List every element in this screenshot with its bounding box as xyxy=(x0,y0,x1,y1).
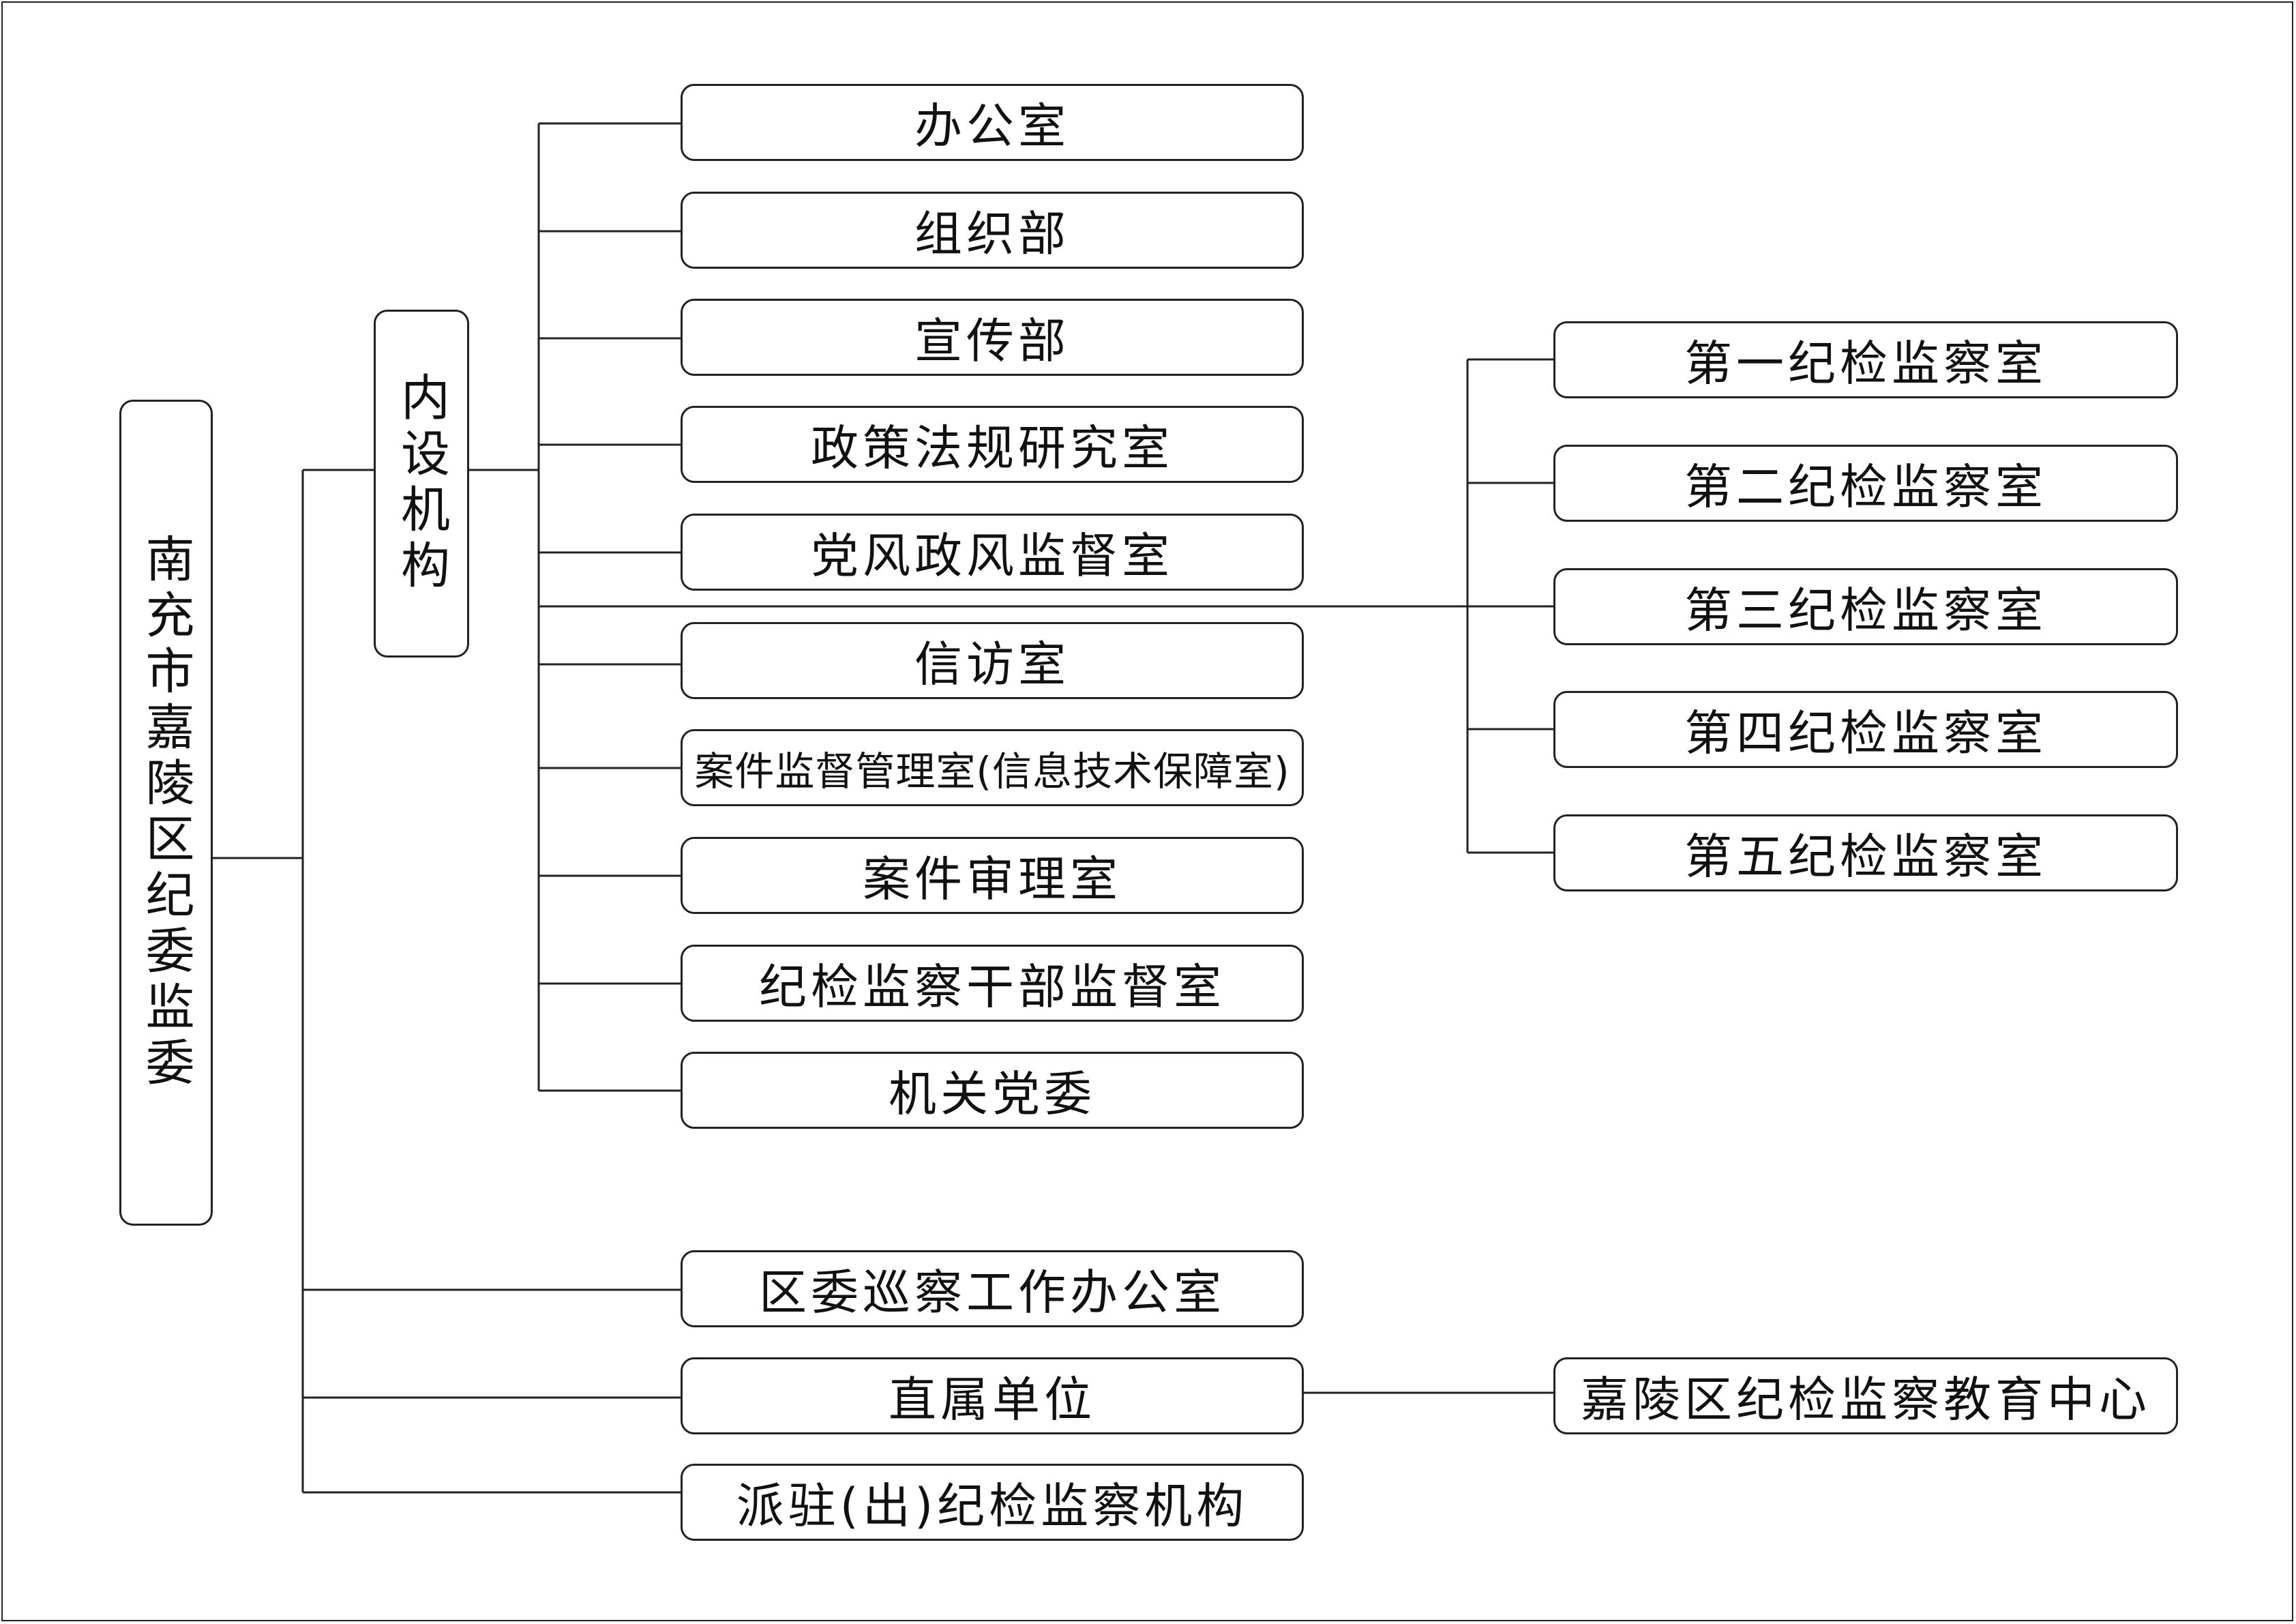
inspection-room-label: 第五纪检监察室 xyxy=(1684,829,2047,885)
inspection-room-node: 第五纪检监察室 xyxy=(1553,814,2178,891)
dept-node: 机关党委 xyxy=(681,1052,1304,1129)
dept-node: 案件监督管理室(信息技术保障室) xyxy=(681,729,1304,806)
dept-label: 机关党委 xyxy=(889,1066,1096,1122)
dept-node: 组织部 xyxy=(681,192,1304,269)
dept-node: 办公室 xyxy=(681,84,1304,161)
dept-label: 案件监督管理室(信息技术保障室) xyxy=(694,748,1290,795)
inspection-room-node: 第一纪检监察室 xyxy=(1553,321,2178,398)
dept-node: 信访室 xyxy=(681,622,1304,699)
other-unit-label: 派驻(出)纪检监察机构 xyxy=(736,1478,1249,1534)
root-node: 南充市嘉陵区纪委监委 xyxy=(119,400,213,1226)
education-center-label: 嘉陵区纪检监察教育中心 xyxy=(1581,1372,2151,1428)
dept-label: 政策法规研究室 xyxy=(811,420,1174,476)
inspection-room-node: 第三纪检监察室 xyxy=(1553,568,2178,645)
dept-label: 党风政风监督室 xyxy=(811,528,1174,584)
dept-label: 宣传部 xyxy=(914,313,1070,369)
internal-organs-node: 内设机构 xyxy=(374,310,469,658)
dept-node: 政策法规研究室 xyxy=(681,406,1304,483)
dept-label: 案件审理室 xyxy=(863,851,1122,907)
dept-label: 组织部 xyxy=(914,206,1070,262)
other-unit-node: 区委巡察工作办公室 xyxy=(681,1250,1304,1327)
dept-label: 办公室 xyxy=(914,98,1070,154)
dept-label: 纪检监察干部监督室 xyxy=(759,959,1225,1015)
inspection-room-label: 第三纪检监察室 xyxy=(1684,582,2047,638)
inspection-room-label: 第四纪检监察室 xyxy=(1684,705,2047,761)
inspection-room-label: 第二纪检监察室 xyxy=(1684,459,2047,515)
root-node-label: 南充市嘉陵区纪委监委 xyxy=(137,533,194,1093)
inspection-room-label: 第一纪检监察室 xyxy=(1684,336,2047,392)
other-unit-label: 直属单位 xyxy=(889,1372,1096,1428)
dept-node: 党风政风监督室 xyxy=(681,514,1304,591)
dept-node: 案件审理室 xyxy=(681,837,1304,914)
other-unit-label: 区委巡察工作办公室 xyxy=(759,1265,1225,1320)
internal-organs-label: 内设机构 xyxy=(392,372,450,595)
education-center-node: 嘉陵区纪检监察教育中心 xyxy=(1553,1357,2178,1434)
other-unit-node: 派驻(出)纪检监察机构 xyxy=(681,1464,1304,1541)
dept-node: 纪检监察干部监督室 xyxy=(681,945,1304,1022)
dept-node: 宣传部 xyxy=(681,299,1304,376)
inspection-room-node: 第四纪检监察室 xyxy=(1553,691,2178,768)
dept-label: 信访室 xyxy=(914,636,1070,692)
other-unit-node: 直属单位 xyxy=(681,1357,1304,1434)
inspection-room-node: 第二纪检监察室 xyxy=(1553,445,2178,522)
